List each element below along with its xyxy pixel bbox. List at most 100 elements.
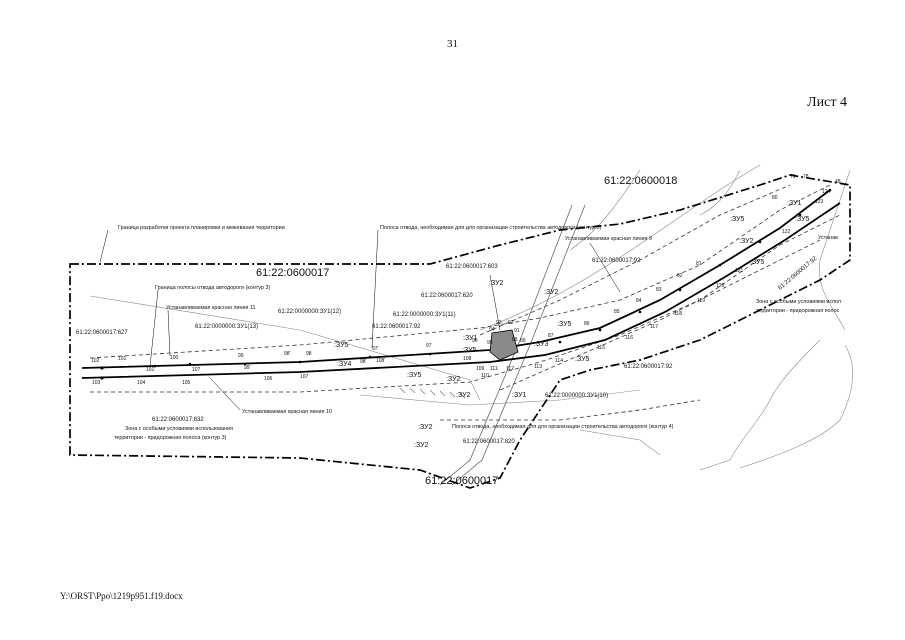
cadastral-zu1-13: 61:22:0000000:ЗУ1(13)	[195, 324, 258, 330]
zone-label: :ЗУ1	[787, 200, 802, 207]
point-label: 108	[463, 356, 472, 362]
point-label: 111	[490, 366, 498, 372]
annotation-strip-boundary: Граница полосы отвода автодороги (контур…	[155, 285, 270, 291]
zone-label: :ЗУ4	[337, 361, 352, 368]
point-label: 88	[512, 337, 518, 343]
zone-label: :ЗУ2	[544, 289, 559, 296]
zone-label: :ЗУ2	[414, 442, 429, 449]
point-label: 108'	[376, 358, 385, 364]
vertical-road	[439, 204, 586, 486]
document-path: Y:\ORST\Ppo\1219p951.f19.docx	[60, 591, 183, 601]
point-label: 83	[656, 287, 662, 293]
annotation-strip-bottom: Полоса отвода, необходимая для для орган…	[452, 424, 674, 430]
point-label: 89	[520, 338, 526, 344]
point-label: 78	[803, 174, 809, 180]
cadastral-zu1-10: 61:22:0000000:ЗУ1(10)	[545, 393, 608, 399]
zone-label: :ЗУ5	[407, 372, 422, 379]
point-label: 98'	[360, 359, 367, 365]
cadastral-92a: 61:22:0600017:92	[592, 258, 641, 264]
cadastral-5792: 61:22:0600017:92	[777, 255, 818, 291]
planning-boundary	[69, 174, 851, 489]
zone-label: :ЗУ5	[750, 259, 765, 266]
point-label: 115	[597, 345, 605, 351]
zone-label: :ЗУ2	[418, 424, 433, 431]
annotation-zone-special-2: территории - придорожная полоса (контур …	[114, 435, 227, 441]
zone-label: :ЗУ2	[739, 238, 754, 245]
annotation-red-line-e: Устанав	[818, 235, 838, 241]
zone-label: :ЗУ5	[795, 216, 810, 223]
annotation-planning-boundary: Граница разработки проекта планировки и …	[118, 225, 285, 231]
zone-label: :ЗУ1	[463, 335, 478, 342]
point-label: 123	[815, 199, 824, 205]
zone-label: :ЗУ5	[557, 321, 572, 328]
point-label: 109	[476, 366, 485, 372]
cadastral-zu1-12: 61:22:0000000:ЗУ1(12)	[278, 309, 341, 315]
cadastral-zu1-11: 61:22:0000000:ЗУ1(11)	[393, 312, 456, 318]
zone-label: :ЗУ5	[334, 342, 349, 349]
sheet-label: Лист 4	[807, 95, 847, 110]
point-label: 94	[489, 327, 495, 333]
point-label: 122	[782, 229, 791, 235]
point-label: 99	[238, 353, 244, 359]
cadastral-620: 61:22:0600017:620	[421, 293, 473, 299]
point-label: 96	[472, 338, 478, 344]
point-label: 119	[697, 298, 705, 304]
block-label-north: 61:22:0600018	[604, 175, 677, 187]
point-label: 116	[625, 335, 633, 341]
point-label: 86	[584, 321, 590, 327]
point-label: 121	[735, 268, 744, 274]
point-label: 98	[306, 351, 312, 357]
zone-label: :ЗУ2	[456, 392, 471, 399]
cadastral-92b: 61:22:0600017:92	[372, 324, 421, 330]
zone-label: :ЗУ5	[575, 356, 590, 363]
point-label: 101	[118, 356, 127, 362]
cadastral-632: 61:22:0600017:632	[152, 417, 204, 423]
terrain-lines	[89, 164, 853, 471]
point-label: 113	[534, 364, 542, 370]
point-label: 80	[772, 195, 778, 201]
point-label: 104	[137, 380, 146, 386]
point-label: 91	[514, 328, 520, 334]
annotation-zone-special-1: Зона с особыми условиями использования	[125, 426, 233, 432]
point-label: 101'	[146, 367, 155, 373]
leader-lines	[99, 229, 621, 411]
point-label: 112	[506, 366, 514, 372]
point-label: 95	[487, 340, 493, 346]
annotation-zone-special-e1: Зона с особыми условиями испол	[756, 299, 841, 305]
cadastral-603: 61:22:0600017:603	[446, 264, 498, 270]
zone-label: :ЗУ2	[446, 376, 461, 383]
point-label: 98'	[284, 351, 291, 357]
cadastral-820: 61:22:0600017:820	[463, 439, 515, 445]
cadastral-627: 61:22:0600017:627	[76, 330, 128, 336]
zone-label: :ЗУ5	[730, 216, 745, 223]
point-label: 84	[636, 298, 642, 304]
point-label: 118	[674, 311, 682, 317]
point-label: 105	[182, 380, 191, 386]
point-label: 124	[822, 189, 831, 195]
point-label: 85	[614, 309, 620, 315]
annotation-red-line-11: Устанавливаемая красная линия 11	[166, 305, 256, 311]
hatch-bank	[399, 387, 466, 399]
annotation-strip-top: Полоса отвода, необходимая для для орган…	[380, 225, 602, 231]
point-label: 92	[508, 320, 514, 326]
point-label: 87	[548, 333, 554, 339]
vertex-markers	[100, 188, 832, 380]
point-label: 102	[91, 358, 100, 364]
annotation-red-line-10: Устанавливаемая красная линия 10	[242, 409, 332, 415]
point-label: 97	[426, 343, 432, 349]
intersection-parcel	[489, 329, 519, 361]
point-label: 93	[496, 320, 502, 326]
point-label: 106	[264, 376, 273, 382]
point-label: 82	[677, 273, 683, 279]
zone-label: :ЗУ2	[489, 280, 504, 287]
zone-label: :ЗУ1	[512, 392, 527, 399]
zone-label: :ЗУ5	[462, 347, 477, 354]
page-number: 31	[447, 38, 458, 50]
point-label: 107	[192, 367, 201, 373]
block-label-west: 61:22:0600017	[256, 267, 329, 279]
point-label: 79	[790, 174, 796, 180]
zone-label: :ЗУ3	[534, 341, 549, 348]
point-label: 99'	[244, 365, 251, 371]
point-label: 48	[835, 179, 841, 185]
